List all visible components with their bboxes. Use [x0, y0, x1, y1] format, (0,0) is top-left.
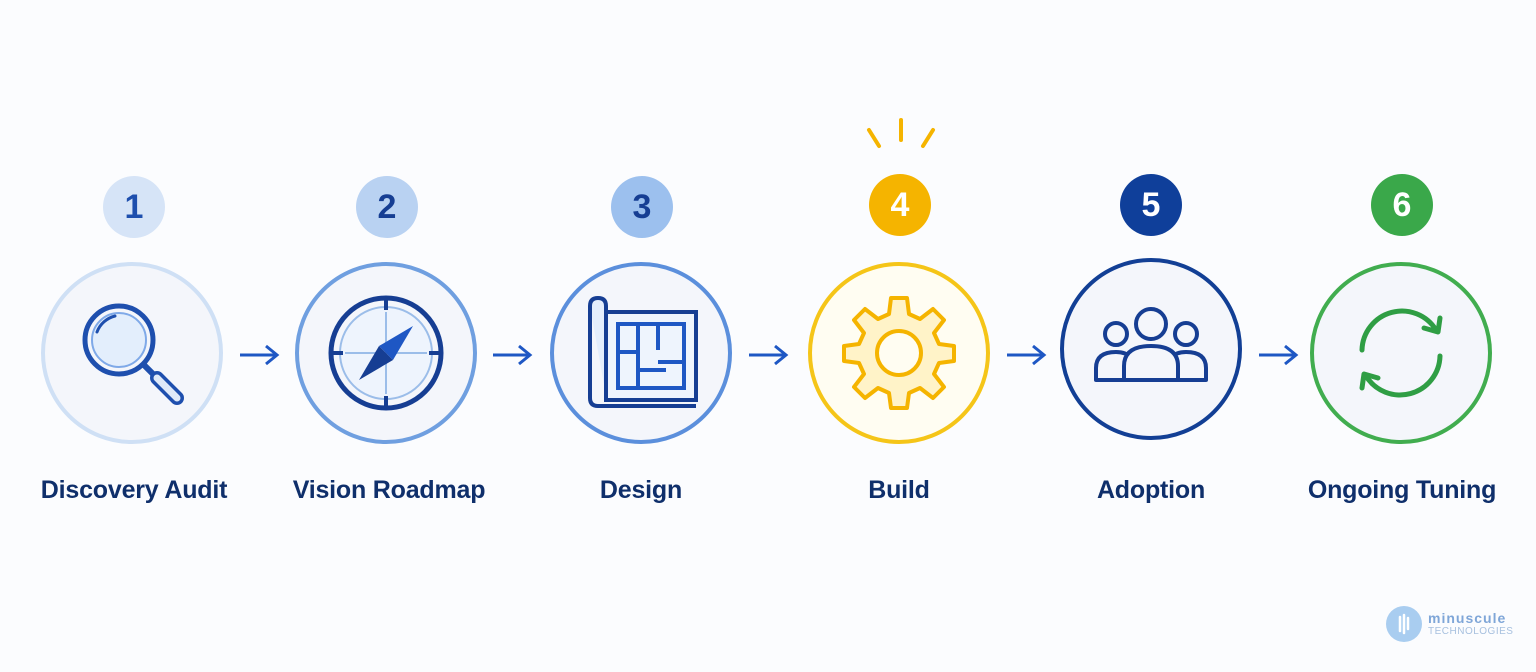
step-4-circle [808, 262, 990, 444]
refresh-icon [1359, 308, 1443, 398]
step-2-number: 2 [377, 187, 397, 226]
brand-subtitle: TECHNOLOGIES [1428, 626, 1514, 637]
arrow-icon [1259, 344, 1299, 366]
step-1-circle [41, 262, 223, 444]
highlight-burst-icon [867, 118, 935, 148]
magnifier-icon [82, 303, 184, 405]
arrow-icon [240, 344, 280, 366]
step-6-label: Ongoing Tuning [1307, 476, 1497, 504]
brand-mark-icon [1386, 606, 1422, 642]
gear-icon [842, 296, 956, 410]
step-5-number: 5 [1141, 185, 1161, 224]
step-6-circle [1310, 262, 1492, 444]
brand-name: minuscule [1428, 610, 1507, 626]
step-1-number: 1 [124, 187, 144, 226]
step-2-label: Vision Roadmap [292, 476, 486, 504]
blueprint-icon [588, 295, 698, 408]
step-4-badge: 4 [869, 174, 931, 236]
arrow-icon [493, 344, 533, 366]
step-4-number: 4 [890, 185, 910, 224]
step-3-number: 3 [632, 187, 652, 226]
people-icon [1094, 307, 1208, 382]
step-3-badge: 3 [611, 176, 673, 238]
brand-logo: minuscule TECHNOLOGIES [1386, 606, 1513, 642]
step-2-circle [295, 262, 477, 444]
step-5-badge: 5 [1120, 174, 1182, 236]
step-5-label: Adoption [1096, 476, 1206, 504]
step-3-label: Design [599, 476, 683, 504]
step-3-circle [550, 262, 732, 444]
step-6-badge: 6 [1371, 174, 1433, 236]
arrow-icon [1007, 344, 1047, 366]
step-6-number: 6 [1392, 185, 1412, 224]
compass-icon [328, 295, 444, 411]
step-4-label: Build [868, 476, 930, 504]
step-2-badge: 2 [356, 176, 418, 238]
step-1-label: Discovery Audit [40, 476, 228, 504]
step-1-badge: 1 [103, 176, 165, 238]
arrow-icon [749, 344, 789, 366]
step-5-circle [1060, 258, 1242, 440]
